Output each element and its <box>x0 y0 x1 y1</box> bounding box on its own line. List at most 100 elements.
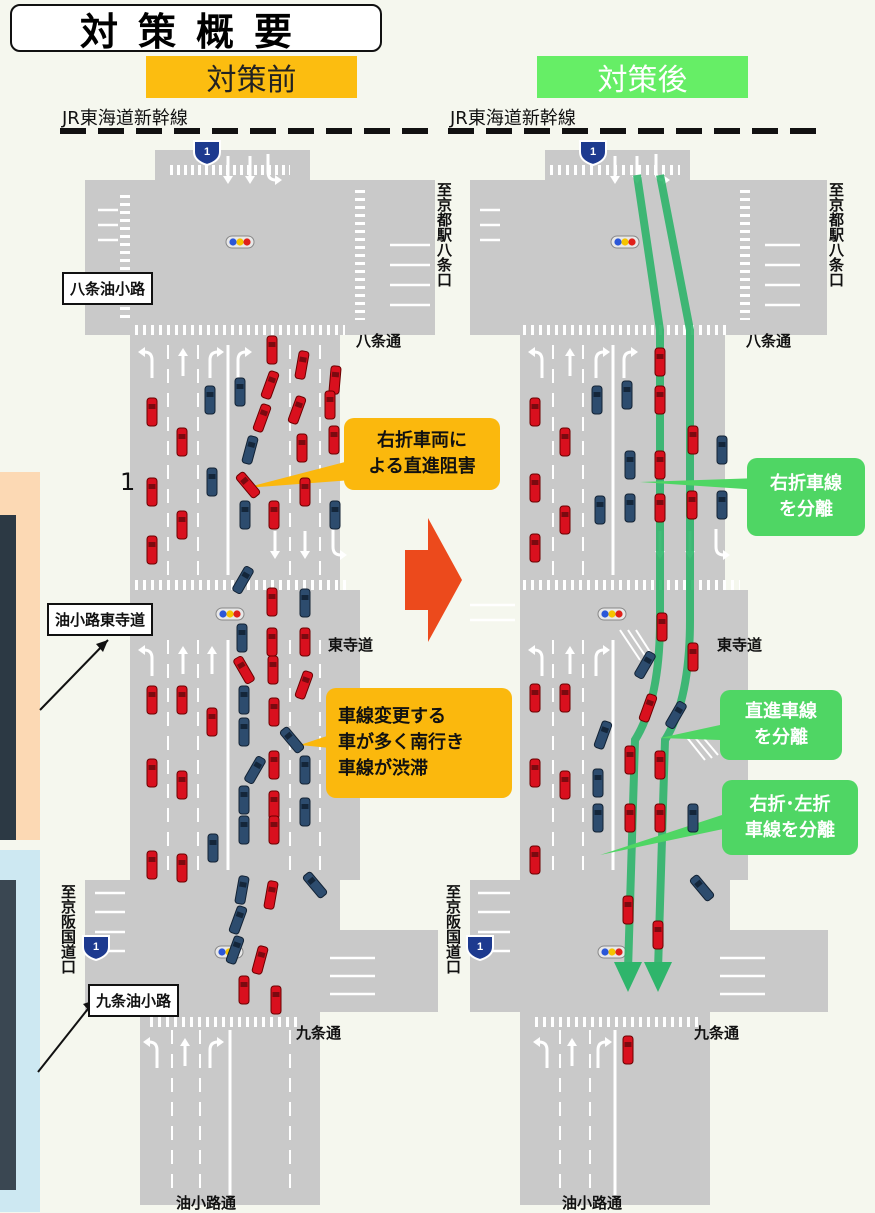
car-blue <box>238 785 250 815</box>
car-red <box>529 845 541 875</box>
car-red <box>328 425 340 455</box>
car-red <box>176 685 188 715</box>
car-red <box>146 477 158 507</box>
car-red <box>622 895 634 925</box>
abura-higashi-box: 油小路東寺道 <box>47 603 154 636</box>
higashi-dera-label-right: 東寺道 <box>717 636 763 654</box>
car-red <box>266 627 278 657</box>
car-red <box>146 397 158 427</box>
car-blue <box>624 450 636 480</box>
to-kyoto-station-label-left: 至京都駅八条口 <box>435 182 453 287</box>
car-red <box>176 510 188 540</box>
railway-label-left: JR東海道新幹線 <box>62 108 188 129</box>
abura-dori-label-left: 油小路通 <box>176 1194 237 1212</box>
car-blue <box>234 377 246 407</box>
abura-dori-label-right: 油小路通 <box>562 1194 623 1212</box>
car-blue <box>207 833 219 863</box>
before-after-arrow <box>405 518 462 642</box>
hachijo-dori-label-right: 八条通 <box>746 332 792 350</box>
car-red <box>687 425 699 455</box>
car-red <box>529 683 541 713</box>
car-red <box>654 450 666 480</box>
car-red <box>266 335 278 365</box>
car-red <box>559 505 571 535</box>
to-kyoto-station-label-right: 至京都駅八条口 <box>827 182 845 287</box>
car-red <box>654 493 666 523</box>
car-red <box>268 750 280 780</box>
callout-right-turn-block: 右折車両に よる直進阻害 <box>344 418 500 490</box>
car-blue <box>206 467 218 497</box>
car-red <box>559 427 571 457</box>
car-blue <box>591 385 603 415</box>
car-red <box>654 385 666 415</box>
car-red <box>654 750 666 780</box>
flow-arrowhead-2 <box>644 962 672 992</box>
car-red <box>654 803 666 833</box>
car-red <box>176 427 188 457</box>
car-red <box>268 697 280 727</box>
car-red <box>622 1035 634 1065</box>
car-red <box>176 853 188 883</box>
leader-line-top <box>39 639 109 711</box>
hachijo-abura-box: 八条油小路 <box>62 272 154 305</box>
car-blue <box>299 755 311 785</box>
flow-arrowhead-1 <box>614 962 642 992</box>
car-red <box>654 347 666 377</box>
car-blue <box>716 435 728 465</box>
car-red <box>686 490 698 520</box>
leader-line-bottom <box>37 999 96 1073</box>
railway-label-right: JR東海道新幹線 <box>450 108 576 129</box>
car-red <box>328 365 342 395</box>
car-red <box>268 500 280 530</box>
car-red <box>624 803 636 833</box>
car-red <box>146 685 158 715</box>
photo-bottom <box>0 880 16 1190</box>
car-red <box>146 535 158 565</box>
hachijo-dori-label-left: 八条通 <box>356 332 402 350</box>
before-label: 対策前 <box>146 56 357 98</box>
car-red <box>267 655 279 685</box>
car-red <box>268 790 280 820</box>
car-red <box>270 985 282 1015</box>
car-blue <box>621 380 633 410</box>
car-blue <box>329 500 341 530</box>
kujo-dori-label-left: 九条通 <box>296 1024 342 1042</box>
car-red <box>559 683 571 713</box>
car-red <box>656 612 668 642</box>
car-red <box>206 707 218 737</box>
car-blue <box>592 768 604 798</box>
car-red <box>146 850 158 880</box>
car-blue <box>594 495 606 525</box>
page-title: 対策概要 <box>10 4 382 54</box>
car-red <box>652 920 664 950</box>
car-red <box>299 627 311 657</box>
callout-lane-change: 車線変更する 車が多く南行き 車線が渋滞 <box>326 688 512 798</box>
callout-separate-right: 右折車線 を分離 <box>747 458 865 536</box>
kujo-abura-box: 九条油小路 <box>88 984 180 1017</box>
to-keihan-label-right: 至京阪国道口 <box>444 884 462 974</box>
car-blue <box>239 500 251 530</box>
car-red <box>238 975 250 1005</box>
car-blue <box>299 797 311 827</box>
higashi-dera-label-left: 東寺道 <box>328 636 374 654</box>
car-blue <box>624 493 636 523</box>
car-red <box>296 433 308 463</box>
to-keihan-label-left: 至京阪国道口 <box>59 884 77 974</box>
car-red <box>299 477 311 507</box>
car-blue <box>299 588 311 618</box>
car-red <box>268 815 280 845</box>
photo-top <box>0 515 16 840</box>
car-blue <box>592 803 604 833</box>
car-blue <box>204 385 216 415</box>
right-roads <box>466 140 828 1205</box>
car-blue <box>238 717 250 747</box>
car-blue <box>238 815 250 845</box>
kujo-dori-label-right: 九条通 <box>694 1024 740 1042</box>
car-red <box>146 758 158 788</box>
car-red <box>324 390 336 420</box>
car-red <box>687 642 699 672</box>
car-red <box>266 587 278 617</box>
car-red <box>624 745 636 775</box>
